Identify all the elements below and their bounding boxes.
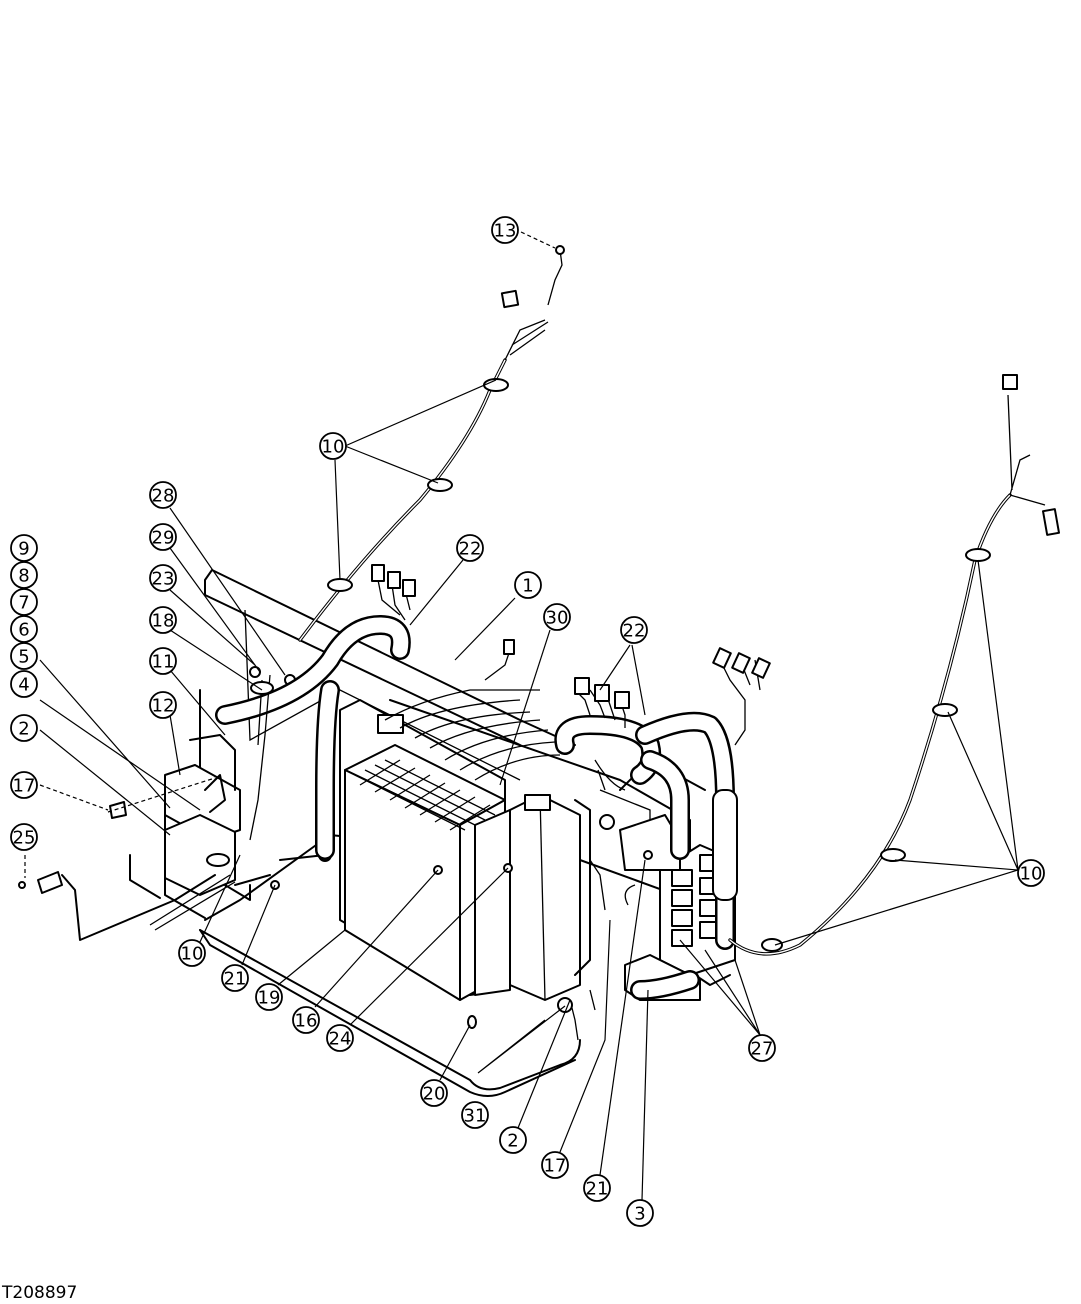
svg-text:17: 17 — [544, 1156, 567, 1177]
svg-text:16: 16 — [295, 1011, 318, 1032]
svg-text:18: 18 — [152, 611, 175, 632]
svg-text:13: 13 — [494, 221, 517, 242]
leader-lines — [24, 231, 1019, 1201]
callout-17-left: 17 — [10, 771, 38, 799]
svg-text:22: 22 — [459, 539, 482, 560]
svg-text:23: 23 — [152, 569, 175, 590]
svg-text:12: 12 — [152, 696, 175, 717]
svg-text:1: 1 — [522, 576, 533, 597]
svg-text:31: 31 — [464, 1106, 487, 1127]
svg-text:29: 29 — [152, 528, 175, 549]
svg-text:2: 2 — [18, 719, 29, 740]
callout-2-left: 2 — [10, 714, 38, 742]
callout-9: 9 — [10, 534, 38, 562]
vent-grid — [354, 759, 496, 831]
callout-16: 16 — [292, 1006, 320, 1034]
svg-text:10: 10 — [322, 437, 345, 458]
callout-2-right: 2 — [499, 1126, 527, 1154]
svg-text:27: 27 — [751, 1039, 774, 1060]
svg-text:5: 5 — [18, 647, 29, 668]
callout-17-right: 17 — [541, 1151, 569, 1179]
svg-text:2: 2 — [507, 1131, 518, 1152]
svg-text:10: 10 — [181, 944, 204, 965]
callout-13: 13 — [491, 216, 519, 244]
callout-12: 12 — [149, 691, 177, 719]
figure-id: T208897 — [1, 1283, 77, 1303]
callout-3: 3 — [626, 1199, 654, 1227]
svg-text:10: 10 — [1020, 864, 1043, 885]
svg-text:30: 30 — [546, 608, 569, 629]
callout-5: 5 — [10, 642, 38, 670]
svg-text:25: 25 — [13, 828, 36, 849]
callout-24: 24 — [326, 1024, 354, 1052]
callout-27: 27 — [748, 1034, 776, 1062]
callout-10-lower-left: 10 — [178, 939, 206, 967]
svg-text:7: 7 — [18, 593, 29, 614]
callout-21-left: 21 — [221, 964, 249, 992]
svg-text:21: 21 — [224, 969, 247, 990]
callout-8: 8 — [10, 561, 38, 589]
svg-text:4: 4 — [18, 675, 29, 696]
callout-21-right: 21 — [583, 1174, 611, 1202]
callout-22-left: 22 — [456, 534, 484, 562]
svg-text:22: 22 — [623, 621, 646, 642]
callout-10-upper: 10 — [319, 432, 347, 460]
svg-text:11: 11 — [152, 652, 175, 673]
callout-1: 1 — [514, 571, 542, 599]
svg-text:9: 9 — [18, 539, 29, 560]
callout-10-right: 10 — [1017, 859, 1045, 887]
callout-11: 11 — [149, 647, 177, 675]
svg-text:20: 20 — [423, 1084, 446, 1105]
callout-22-right: 22 — [620, 616, 648, 644]
svg-text:28: 28 — [152, 486, 175, 507]
callout-18: 18 — [149, 606, 177, 634]
callout-23: 23 — [149, 564, 177, 592]
callout-6: 6 — [10, 615, 38, 643]
svg-text:8: 8 — [18, 566, 29, 587]
svg-text:21: 21 — [586, 1179, 609, 1200]
svg-text:3: 3 — [634, 1204, 645, 1225]
svg-text:6: 6 — [18, 620, 29, 641]
callout-29: 29 — [149, 523, 177, 551]
svg-text:19: 19 — [258, 988, 281, 1009]
callout-20: 20 — [420, 1079, 448, 1107]
callout-19: 19 — [255, 983, 283, 1011]
callout-7: 7 — [10, 588, 38, 616]
svg-text:24: 24 — [329, 1029, 352, 1050]
callout-30: 30 — [543, 603, 571, 631]
controller-units — [339, 699, 591, 1001]
callout-25: 25 — [10, 823, 38, 851]
callout-4: 4 — [10, 670, 38, 698]
main-hoses — [215, 615, 738, 1000]
svg-text:17: 17 — [13, 776, 36, 797]
callout-28: 28 — [149, 481, 177, 509]
harness-clamps — [206, 378, 991, 1029]
connectors — [371, 245, 1060, 709]
callout-31: 31 — [461, 1101, 489, 1129]
